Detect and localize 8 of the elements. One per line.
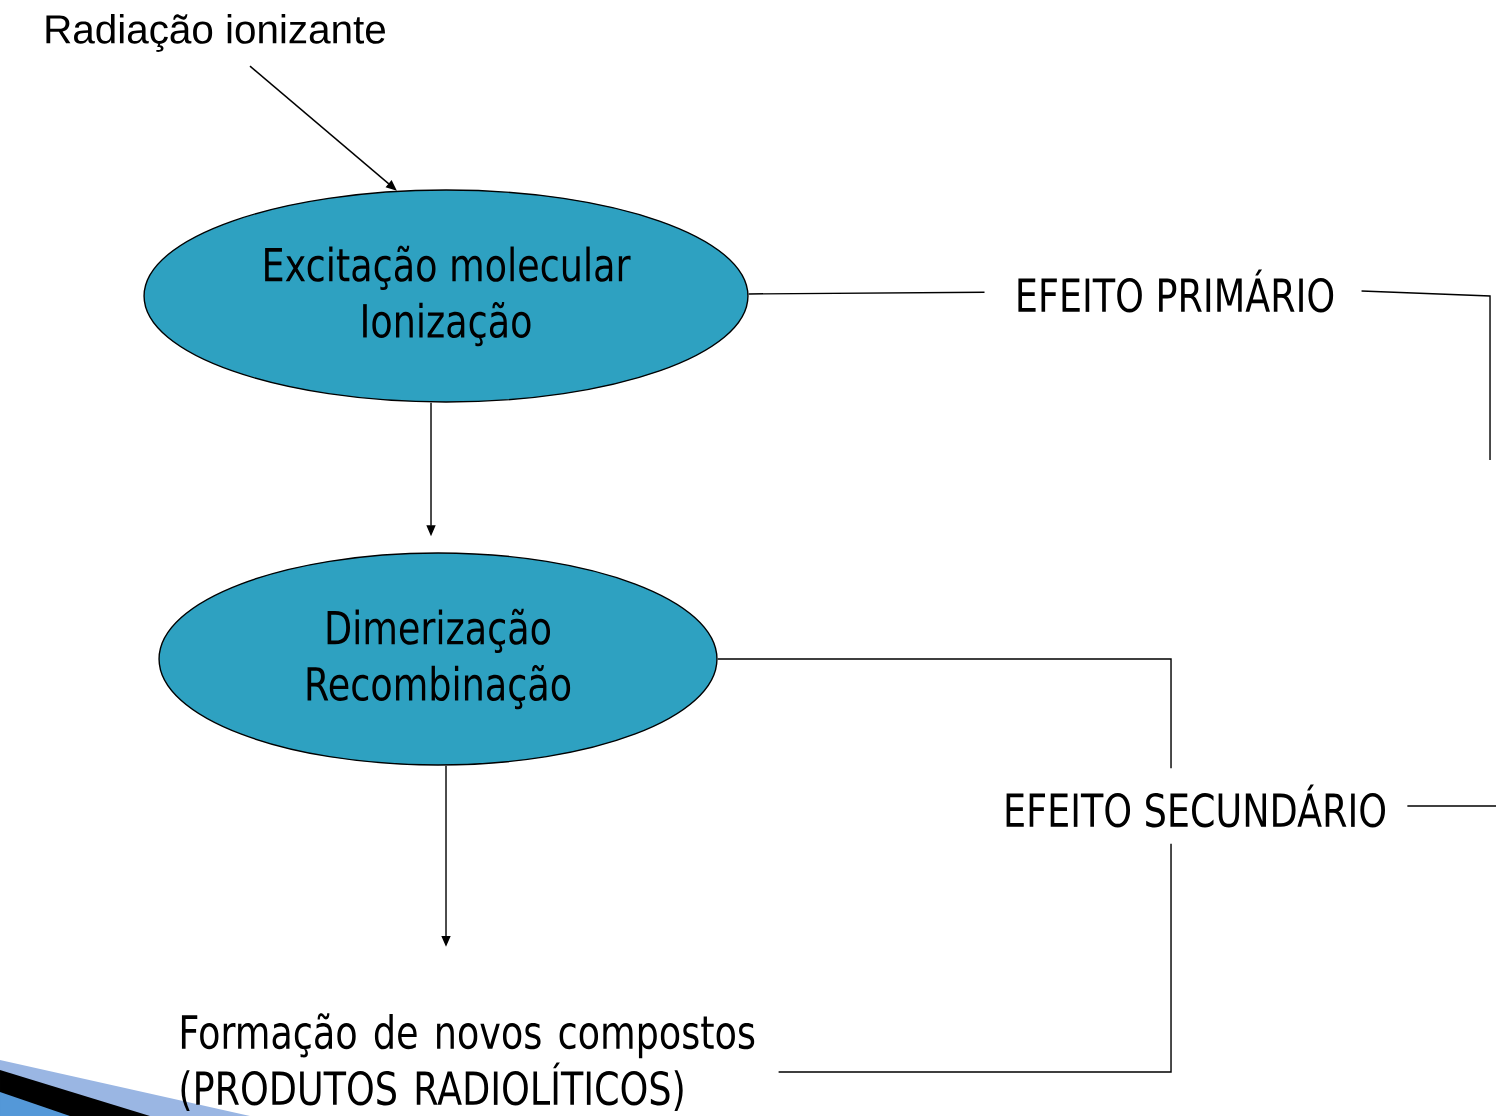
connector <box>777 843 1172 1073</box>
connector <box>716 658 1172 769</box>
connector <box>249 65 397 191</box>
effect-label: Radiação ionizante <box>46 14 385 52</box>
result-label: Formação de novos compostos (PRODUTOS RADIOLÍTICOS) <box>181 1013 755 1111</box>
effect-label: EFEITO PRIMÁRIO <box>1018 269 1334 313</box>
effect-label: EFEITO SECUNDÁRIO <box>1006 784 1385 828</box>
connector <box>747 291 986 295</box>
